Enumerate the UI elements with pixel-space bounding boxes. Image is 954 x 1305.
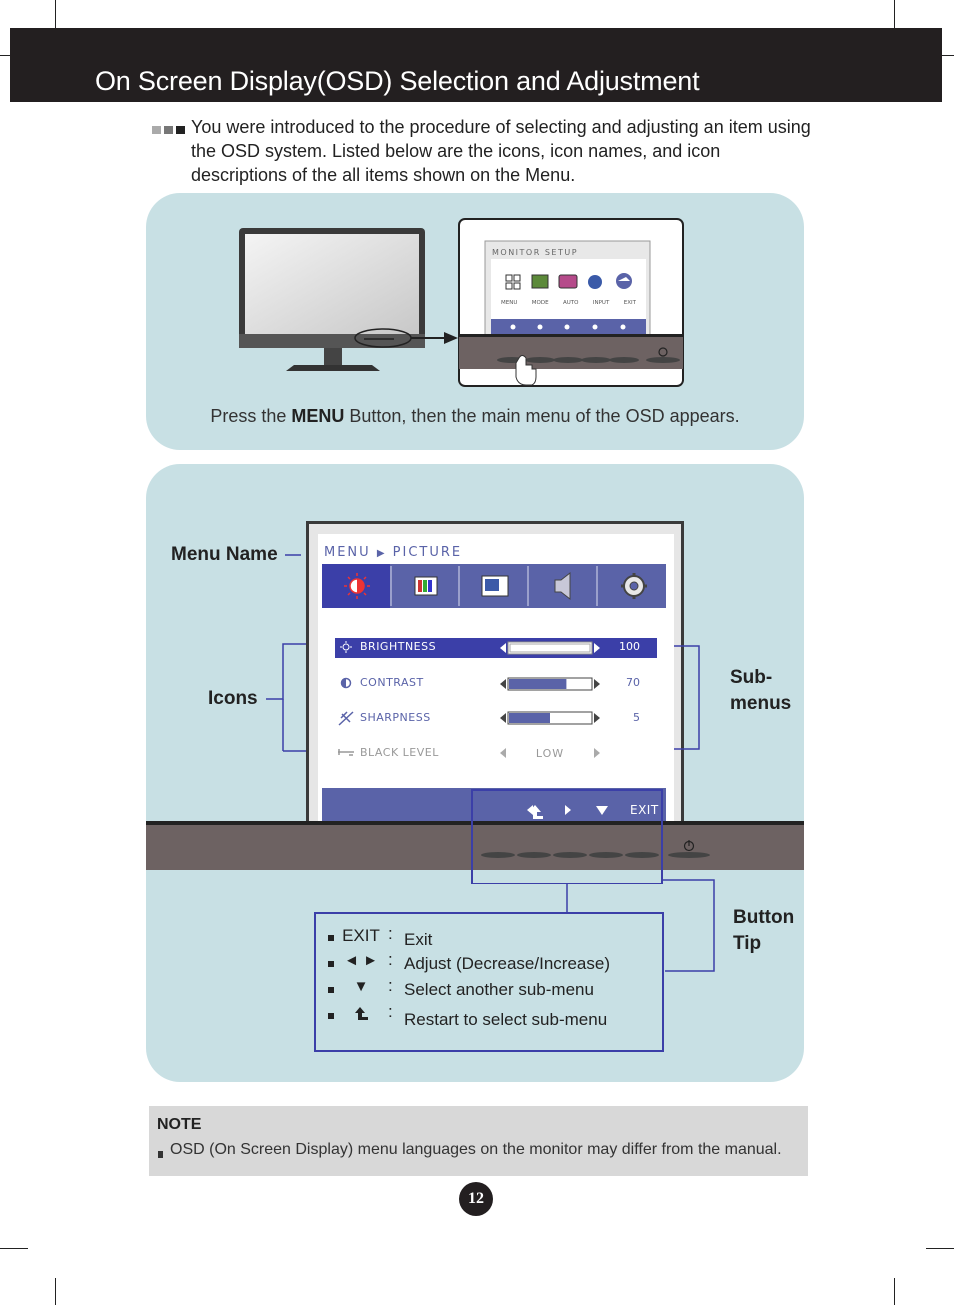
- exit-symbol: EXIT: [342, 926, 380, 945]
- button-tip-box: EXIT : Exit ◄ ► : Adjust (Decrease/Incre…: [314, 912, 664, 1052]
- picture-sun-icon: [344, 573, 370, 599]
- button-tip-label: Button Tip: [733, 907, 795, 954]
- contrast-value: 70: [626, 676, 640, 689]
- submenu-brightness: BRIGHTNESS: [360, 640, 437, 653]
- intro-bullet-icon: [152, 126, 188, 134]
- icons-label: Icons: [208, 688, 258, 709]
- submenu-black-level: BLACK LEVEL: [360, 746, 439, 759]
- osd-title: MONITOR SETUP: [492, 248, 579, 257]
- menu-grid-icon: [505, 274, 521, 290]
- brightness-sun-icon: [340, 641, 352, 653]
- decrease-arrow-icon: [527, 805, 533, 815]
- brightness-value: 100: [619, 640, 640, 653]
- osd-picture-illustration: [146, 521, 804, 884]
- sharpness-icon: [338, 711, 354, 726]
- note-title: NOTE: [157, 1116, 202, 1133]
- input-icon: [588, 275, 602, 289]
- osd-menu-label: MODE: [531, 300, 549, 306]
- note-text: OSD (On Screen Display) menu languages o…: [170, 1141, 782, 1158]
- screen-position-icon: [481, 575, 509, 597]
- menu-keyword: MENU: [291, 406, 345, 426]
- color-bars-icon: [414, 576, 438, 596]
- osd-menu-labels: MENU MODE AUTO INPUT EXIT: [501, 300, 636, 306]
- note-box: NOTE OSD (On Screen Display) menu langua…: [149, 1106, 808, 1176]
- auto-icon: [558, 274, 578, 289]
- osd-nav-icons: [527, 805, 608, 819]
- tip-row-exit: EXIT : Exit: [316, 924, 656, 950]
- page-title: On Screen Display(OSD) Selection and Adj…: [95, 66, 700, 96]
- submenu-sharpness: SHARPNESS: [360, 711, 431, 724]
- breadcrumb-arrow-icon: ▶: [376, 548, 387, 559]
- page-number: 12: [459, 1182, 493, 1216]
- slider-arrows: [500, 643, 600, 758]
- tip-row-adjust: ◄ ► : Adjust (Decrease/Increase): [316, 950, 656, 976]
- submenu-contrast: CONTRAST: [360, 676, 424, 689]
- note-bullet-icon: [158, 1151, 163, 1158]
- restart-arrow-icon: [341, 1004, 381, 1027]
- tip-row-restart: : Restart to select sub-menu: [316, 1002, 656, 1029]
- header-bar: On Screen Display(OSD) Selection and Adj…: [10, 28, 942, 102]
- submenus-label: Sub- menus: [730, 667, 792, 714]
- mode-icon: [531, 274, 549, 289]
- down-arrow-icon: [596, 806, 608, 815]
- settings-gear-icon: [621, 573, 647, 599]
- osd-menu-label: INPUT: [592, 300, 610, 306]
- osd-exit-label: EXIT: [630, 803, 659, 817]
- tip-row-select: ▼ : Select another sub-menu: [316, 976, 656, 1002]
- panel1-caption: Press the MENU Button, then the main men…: [210, 406, 740, 426]
- osd-breadcrumb: MENU ▶ PICTURE: [324, 545, 463, 560]
- contrast-icon: [340, 677, 352, 689]
- intro-text: You were introduced to the procedure of …: [191, 117, 811, 185]
- hand-pointer-icon: [515, 355, 537, 386]
- black-level-icon: [338, 749, 354, 756]
- osd-menu-label: EXIT: [623, 300, 636, 306]
- left-right-arrows-icon: ◄ ►: [344, 952, 378, 969]
- menu-name-label: Menu Name: [171, 544, 278, 565]
- down-triangle-icon: ▼: [353, 978, 369, 995]
- sharpness-value: 5: [633, 711, 640, 724]
- osd-menu-label: MENU: [501, 300, 518, 306]
- speaker-icon: [554, 571, 571, 601]
- increase-arrow-icon: [565, 805, 571, 815]
- black-level-value: LOW: [535, 747, 565, 760]
- osd-menu-label: AUTO: [562, 300, 579, 306]
- monitor-illustration: [239, 218, 684, 387]
